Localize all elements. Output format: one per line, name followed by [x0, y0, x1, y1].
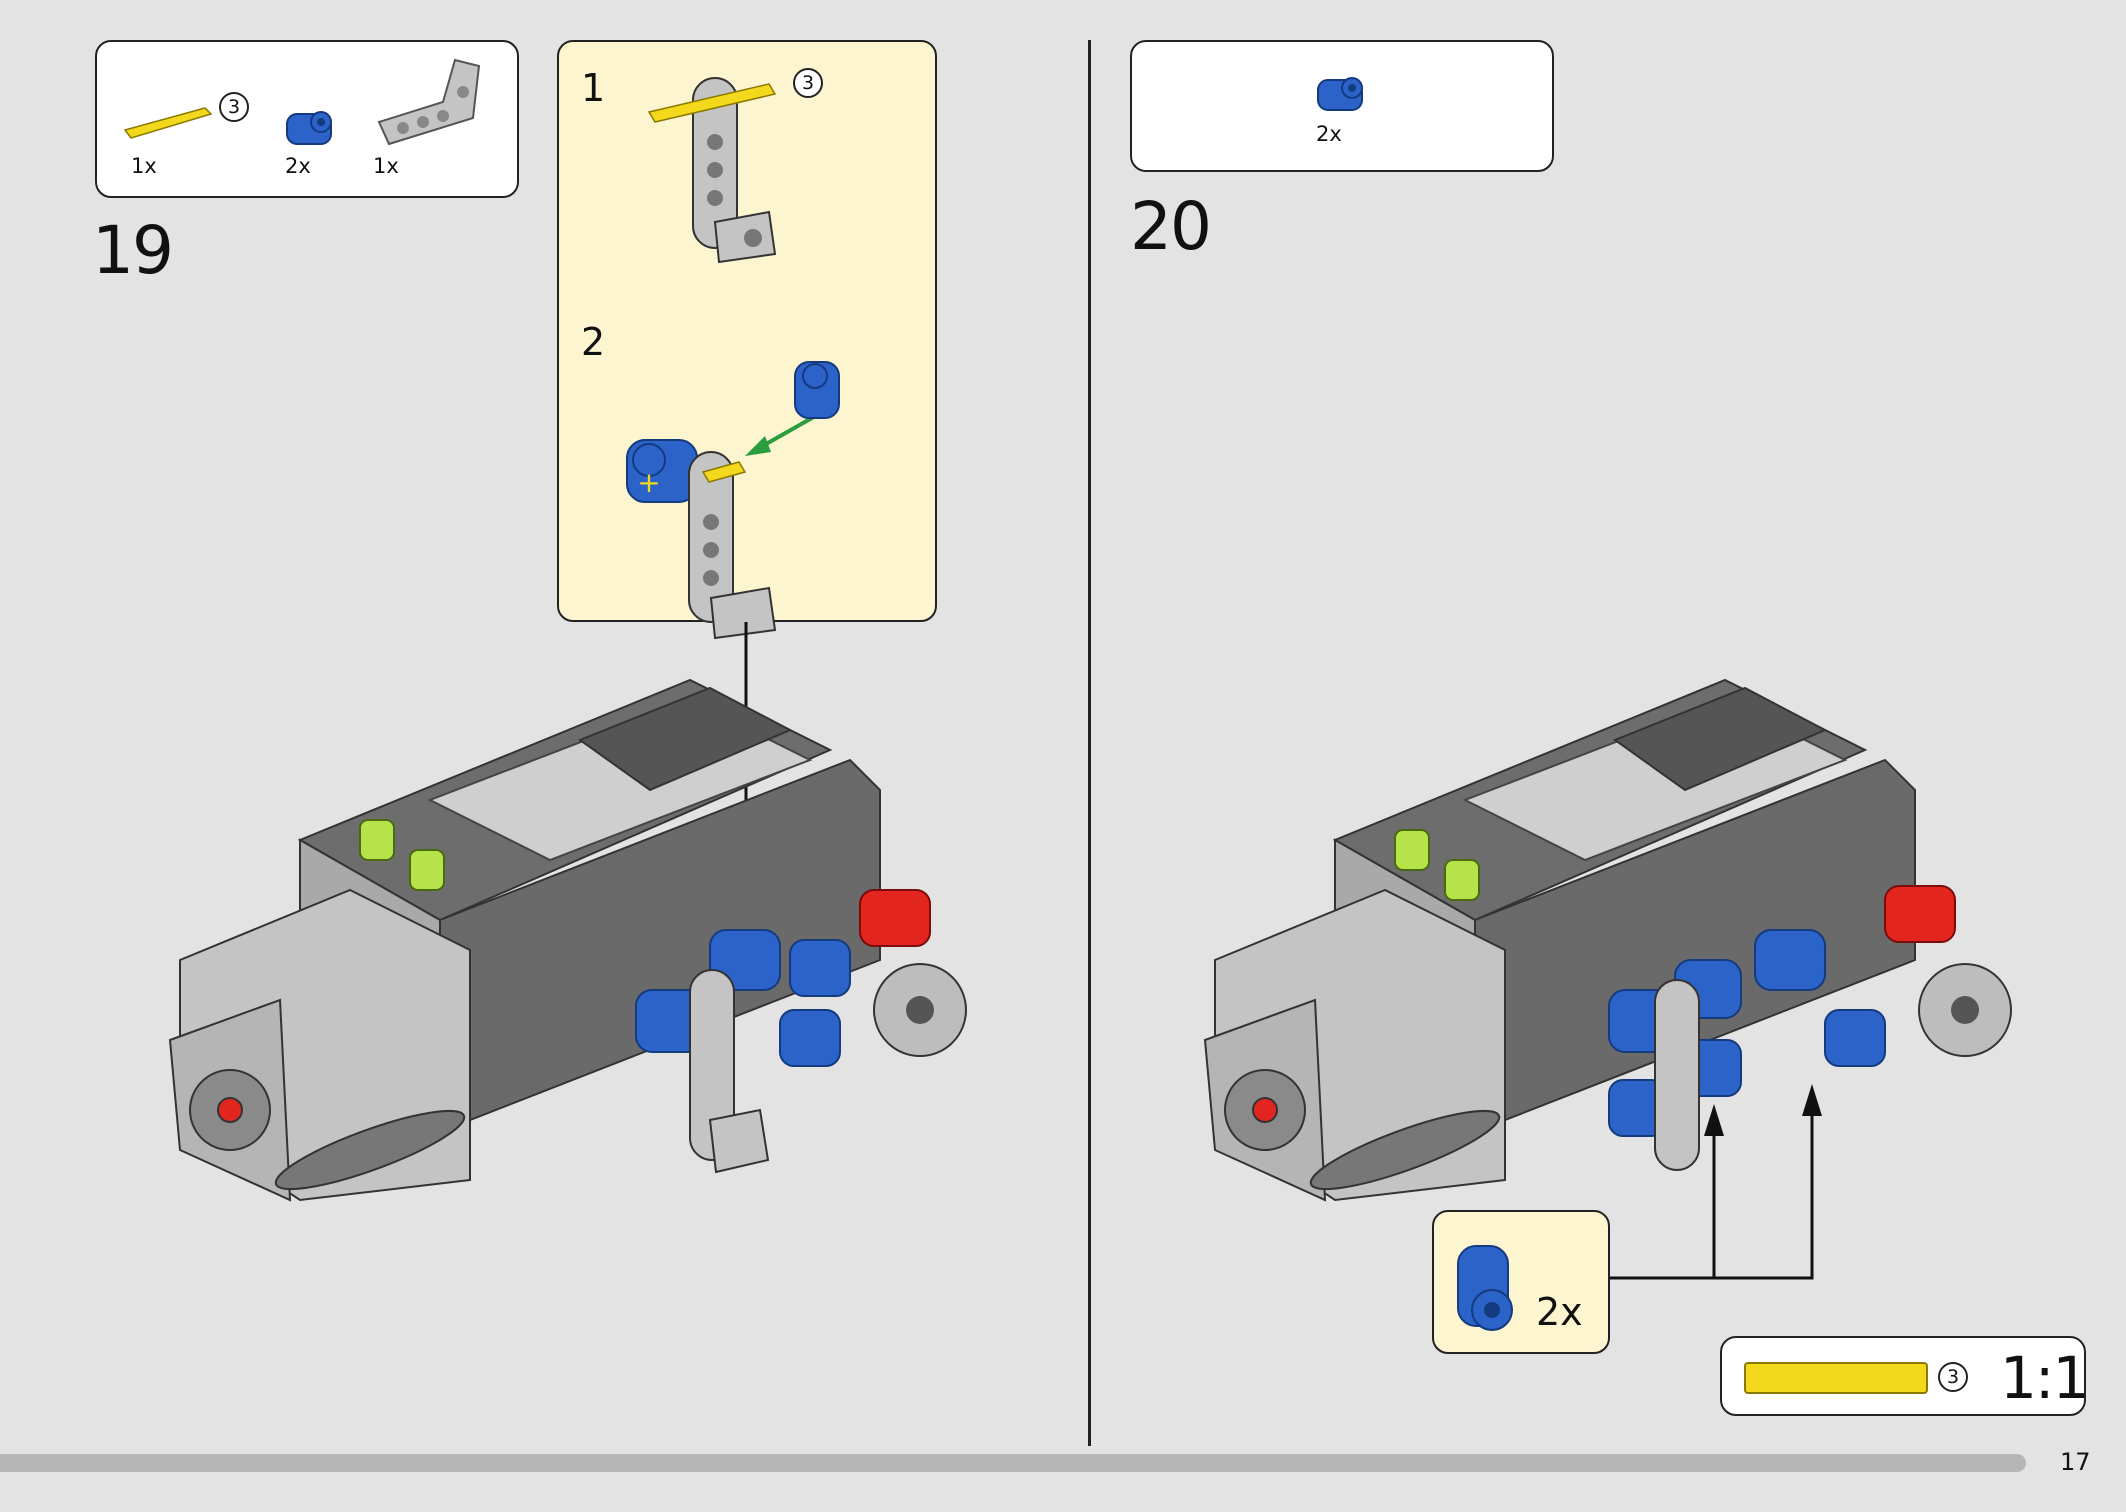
beam-with-axle-icon	[647, 77, 777, 264]
axle-pin-connector-icon	[1317, 77, 1363, 111]
model-assembly-step-19	[168, 678, 967, 1202]
model-assembly-step-20	[1203, 678, 2012, 1202]
part-qty: 1x	[131, 154, 157, 178]
step-number: 20	[1130, 188, 1212, 265]
axle-ruler-bar	[1744, 1362, 1928, 1394]
svg-text:+: +	[637, 466, 660, 499]
axle-length-badge: 3	[1938, 1362, 1968, 1392]
axle-icon	[123, 107, 213, 139]
callout-box: 2x	[1432, 1210, 1610, 1354]
beam-with-connector-icon: +	[626, 361, 840, 640]
part-qty: 2x	[1316, 122, 1342, 146]
substep-panel: 1 3 2 +	[557, 40, 937, 640]
scale-label: 1:1	[2000, 1344, 2089, 1412]
axle-length-badge: 3	[793, 68, 823, 98]
footer-bar	[0, 1454, 2026, 1472]
substep-number: 2	[581, 320, 606, 364]
axle-pin-connector-icon	[1457, 1245, 1513, 1331]
parts-list-step-19: 3 1x 2x 1x	[95, 40, 519, 198]
part-qty: 2x	[285, 154, 311, 178]
angled-beam-icon	[377, 58, 481, 146]
page-divider	[1088, 40, 1091, 1446]
page-number: 17	[2060, 1448, 2091, 1476]
axle-length-badge: 3	[219, 92, 249, 122]
callout-arrows	[1600, 1084, 1822, 1280]
scale-ruler: 3 1:1	[1720, 1336, 2089, 1416]
part-qty: 1x	[373, 154, 399, 178]
parts-list-step-20: 2x	[1130, 40, 1554, 172]
substep-number: 1	[581, 66, 606, 110]
step-number: 19	[92, 212, 174, 289]
axle-pin-connector-icon	[286, 111, 332, 145]
callout-qty: 2x	[1536, 1290, 1583, 1334]
